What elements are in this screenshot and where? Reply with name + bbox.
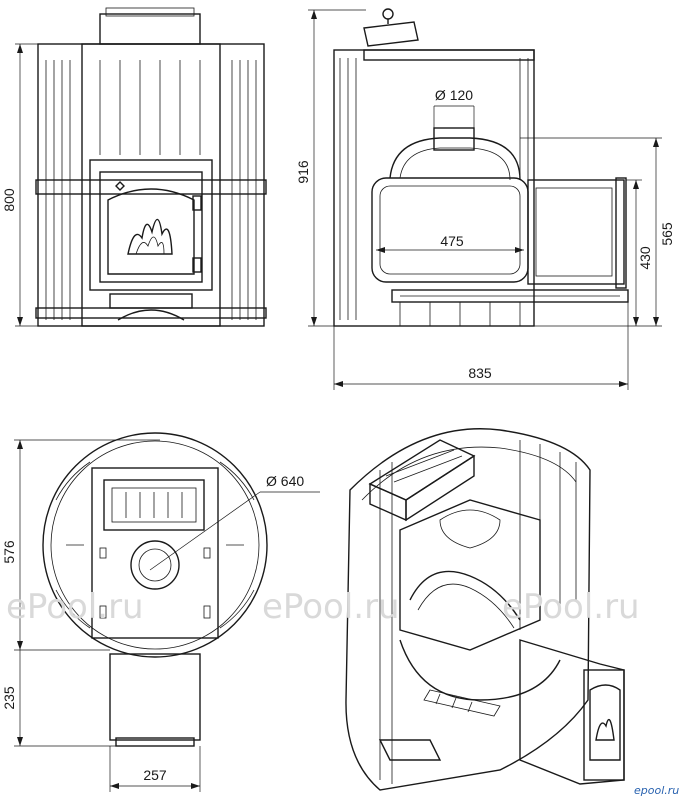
dim-tunnel-430: 430 [637,246,653,270]
dim-front-height: 800 [1,188,17,212]
dim-total-depth: 835 [468,365,492,381]
top-view: Ø 640 576 235 257 [1,432,320,792]
watermark-center: ePool.ru [262,587,400,627]
cutaway-isometric-view [345,428,625,791]
front-view: 800 [1,7,267,327]
dim-side-565: 565 [659,222,675,246]
watermark-right: ePool.ru [502,587,640,627]
dim-tunnel-235: 235 [1,686,17,710]
dim-firebox-length: 475 [440,233,464,249]
dim-chimney-diameter: Ø 120 [435,87,473,103]
dim-top-diameter: Ø 640 [266,473,304,489]
dim-top-576: 576 [1,540,17,564]
side-view: Ø 120 475 916 565 430 835 [295,8,675,390]
dim-side-height: 916 [295,160,311,184]
watermark-left: ePool.ru [6,587,144,627]
brand-logo: epool.ru [634,784,679,797]
dim-tunnel-257: 257 [143,767,167,783]
